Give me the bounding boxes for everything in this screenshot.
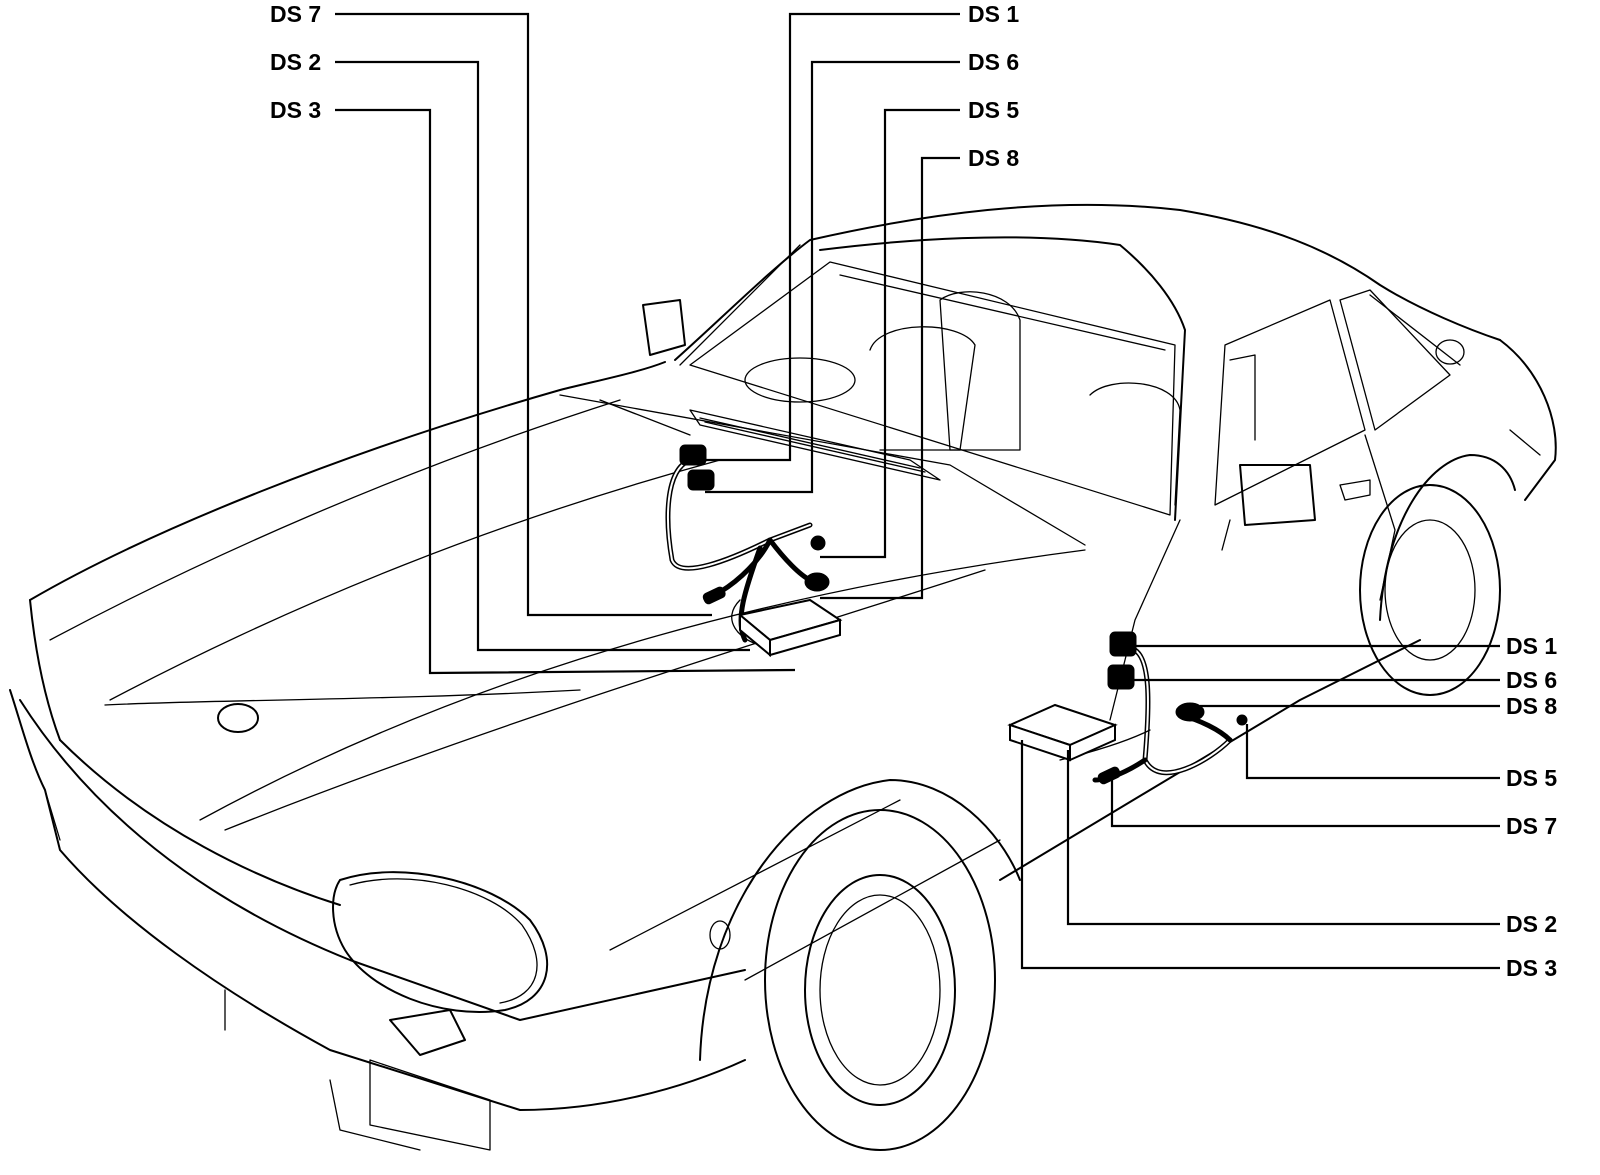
car-body [9, 203, 1557, 1151]
leader-lines [335, 12, 1500, 970]
control-module-side [1007, 703, 1118, 762]
label-top-ds7: DS 7 [270, 1, 321, 27]
label-top-ds3: DS 3 [270, 97, 321, 123]
label-top-ds8: DS 8 [968, 145, 1019, 171]
connector-ds5-side [1236, 714, 1248, 726]
connector-ds6-side [1107, 664, 1135, 690]
label-top-ds6: DS 6 [968, 49, 1019, 75]
sill-harness [1007, 631, 1248, 785]
connector-ds5-top [810, 535, 826, 551]
label-side-ds1: DS 1 [1506, 633, 1557, 659]
label-top-ds2: DS 2 [270, 49, 321, 75]
label-side-ds7: DS 7 [1506, 813, 1557, 839]
label-side-ds5: DS 5 [1506, 765, 1557, 791]
label-top-ds1: DS 1 [968, 1, 1019, 27]
connector-ds1-side [1109, 631, 1137, 657]
label-side-ds6: DS 6 [1506, 667, 1557, 693]
connector-ds6-top [687, 469, 715, 491]
connector-ds8-side [1175, 702, 1205, 722]
label-side-ds2: DS 2 [1506, 911, 1557, 937]
cowl-vent [689, 409, 941, 481]
front-wheel [699, 779, 1021, 1151]
connector-ds1-top [679, 444, 707, 466]
control-module-top [737, 598, 843, 658]
label-side-ds8: DS 8 [1506, 693, 1557, 719]
bonnet-harness [665, 444, 843, 658]
connector-ds8-top [804, 572, 830, 592]
callout-labels: DS 7 DS 2 DS 3 DS 1 DS 6 DS 5 DS 8 DS 1 … [270, 1, 1557, 981]
connector-ds7-side [1097, 766, 1121, 785]
label-side-ds3: DS 3 [1506, 955, 1557, 981]
label-top-ds5: DS 5 [968, 97, 1019, 123]
connector-ds7-top [702, 586, 726, 605]
